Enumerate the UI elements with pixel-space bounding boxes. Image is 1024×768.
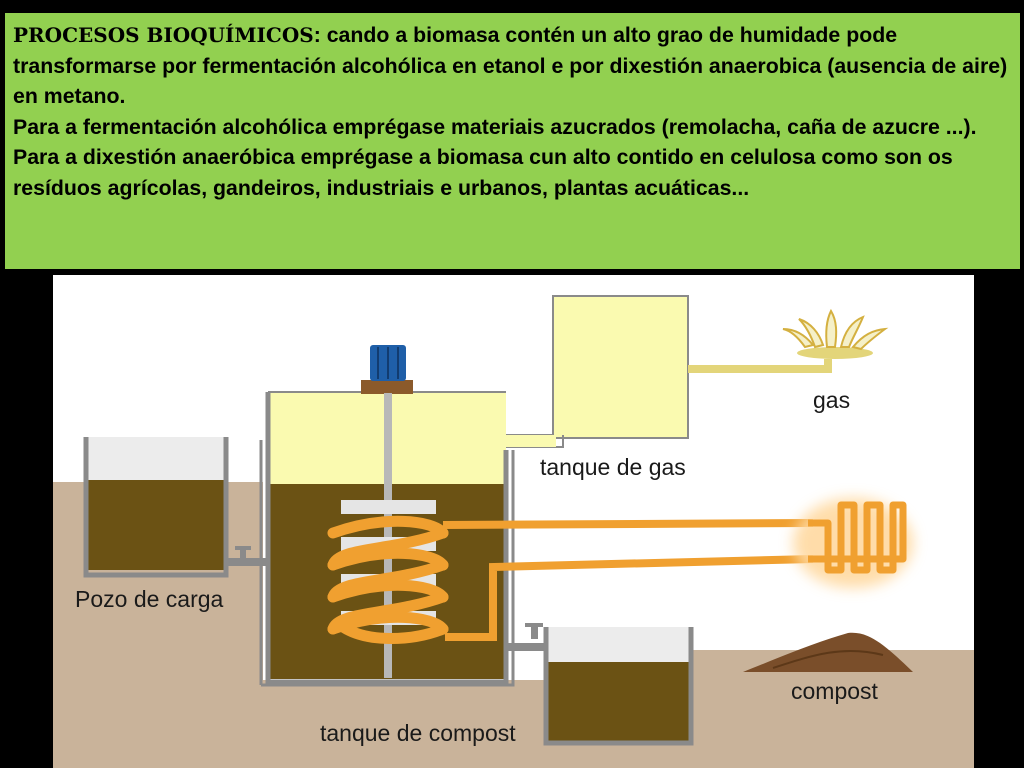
valve-icon	[240, 548, 246, 560]
gas-tank	[506, 295, 689, 448]
intro-text: : cando a biomasa contén un alto grao de…	[13, 23, 1008, 108]
label-gas: gas	[813, 387, 850, 413]
label-compost: compost	[791, 678, 879, 704]
heater	[793, 498, 913, 588]
ground	[53, 482, 974, 768]
label-gas-tank: tanque de gas	[540, 454, 686, 480]
stirrer-shaft	[384, 393, 392, 678]
paragraph-2: Para a fermentación alcohólica emprégase…	[13, 114, 977, 139]
gas-flame-icon	[782, 308, 889, 359]
label-compost-tank: tanque de compost	[320, 720, 516, 746]
label-loading-well: Pozo de carga	[75, 586, 224, 612]
diagram-svg: gas tanque de gas Pozo de carga compost …	[53, 275, 974, 768]
section-heading: PROCESOS BIOQUÍMICOS	[13, 23, 314, 47]
paragraph-1: PROCESOS BIOQUÍMICOS: cando a biomasa co…	[13, 20, 1012, 112]
biodigester-diagram: gas tanque de gas Pozo de carga compost …	[53, 275, 974, 768]
paragraph-3: Para a dixestión anaeróbica emprégase a …	[13, 145, 953, 200]
compost-valve-icon	[531, 625, 538, 639]
compost-tank	[506, 623, 694, 746]
motor-base	[361, 380, 413, 394]
gas-pipe	[688, 359, 832, 373]
heating-pipes	[442, 519, 814, 641]
loading-well	[83, 437, 266, 578]
heating-coil	[327, 515, 449, 644]
description-box: PROCESOS BIOQUÍMICOS: cando a biomasa co…	[4, 12, 1021, 270]
